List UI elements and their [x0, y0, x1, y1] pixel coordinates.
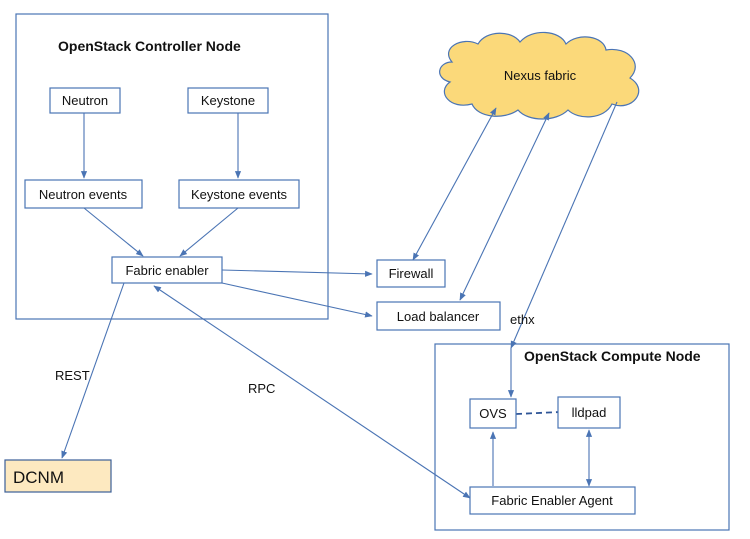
cloud-label: Nexus fabric: [504, 68, 577, 83]
ovs-label: OVS: [479, 406, 507, 421]
neutron-label: Neutron: [62, 93, 108, 108]
node-ovs: OVS: [469, 398, 517, 429]
rpc-label: RPC: [248, 381, 275, 396]
node-neutron: Neutron: [49, 87, 121, 114]
ovs-box: [469, 398, 517, 429]
node-lldpad: lldpad: [557, 396, 621, 429]
node-neutron-events: Neutron events: [24, 179, 143, 209]
rest-label: REST: [55, 368, 90, 383]
neutron-box: [49, 87, 121, 114]
edges: [61, 101, 618, 499]
edge-load-balancer-fabric: [459, 112, 550, 301]
fabric-enabler-agent-box: [469, 486, 636, 515]
nexus-fabric-cloud: Nexus fabric: [439, 31, 640, 120]
load-balancer-box: [376, 301, 501, 331]
node-fabric-enabler: Fabric enabler: [111, 256, 223, 284]
cloud-shape: [439, 31, 640, 120]
node-keystone-events: Keystone events: [178, 179, 300, 209]
node-load-balancer: Load balancer: [376, 301, 501, 331]
node-fabric-enabler-agent: Fabric Enabler Agent: [469, 486, 636, 515]
edge-enabler-to-firewall: [221, 269, 373, 277]
firewall-box: [376, 259, 446, 288]
edge-enabler-agent-rpc: [153, 285, 471, 499]
edge-ethx-fabric: [510, 101, 618, 349]
fabric-enabler-label: Fabric enabler: [125, 263, 209, 278]
edge-keystone-events-to-enabler: [179, 207, 239, 257]
lldpad-box: [557, 396, 621, 429]
keystone-events-box: [178, 179, 300, 209]
controller-node-title: OpenStack Controller Node: [58, 38, 241, 54]
edge-neutron-events-to-enabler: [83, 207, 144, 257]
neutron-events-label: Neutron events: [39, 187, 128, 202]
lldpad-label: lldpad: [572, 405, 607, 420]
load-balancer-label: Load balancer: [397, 309, 480, 324]
node-keystone: Keystone: [187, 87, 269, 114]
node-firewall: Firewall: [376, 259, 446, 288]
ethx-label: ethx: [510, 312, 535, 327]
keystone-box: [187, 87, 269, 114]
firewall-label: Firewall: [389, 266, 434, 281]
edge-ovs-lldpad-dashed: [515, 411, 561, 415]
keystone-label: Keystone: [201, 93, 255, 108]
neutron-events-box: [24, 179, 143, 209]
edge-firewall-fabric: [412, 107, 497, 261]
dcnm-label: DCNM: [13, 468, 64, 487]
compute-node-title: OpenStack Compute Node: [524, 348, 701, 364]
fabric-enabler-box: [111, 256, 223, 284]
keystone-events-label: Keystone events: [191, 187, 288, 202]
dcnm-box: [4, 459, 112, 493]
edge-enabler-to-dcnm: [61, 282, 125, 459]
node-dcnm: DCNM: [4, 459, 112, 493]
fabric-enabler-agent-label: Fabric Enabler Agent: [491, 493, 613, 508]
